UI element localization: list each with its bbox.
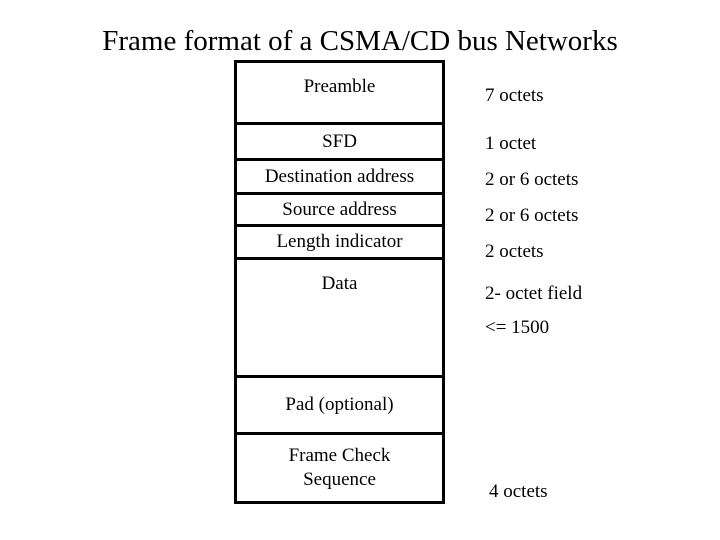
size-note-sfd: 1 octet [485, 133, 537, 154]
frame-field-preamble: Preamble [237, 63, 442, 125]
frame-field-source-address: Source address [237, 195, 442, 227]
frame-field-label-frame-check-sequence: Frame Check Sequence [288, 445, 391, 490]
size-note-source-address: 2 or 6 octets [485, 205, 579, 226]
frame-field-destination-address: Destination address [237, 161, 442, 195]
frame-field-label-preamble: Preamble [303, 76, 376, 97]
frame-field-label-destination-address: Destination address [264, 165, 415, 187]
page-title: Frame format of a CSMA/CD bus Networks [102, 25, 618, 57]
size-note-frame-check-sequence: 4 octets [489, 481, 548, 502]
frame-field-label-length-indicator: Length indicator [276, 231, 403, 252]
size-note-length-indicator: 2 octets [485, 241, 544, 262]
size-note-data-max-length: <= 1500 [485, 317, 550, 338]
frame-field-frame-check-sequence: Frame Check Sequence [237, 435, 442, 501]
frame-field-data: Data [237, 260, 442, 378]
size-note-preamble: 7 octets [485, 85, 544, 106]
frame-field-pad: Pad (optional) [237, 378, 442, 435]
size-note-data-octet-field: 2- octet field [485, 283, 583, 304]
frame-format-diagram: Preamble SFD Destination address Source … [234, 60, 445, 504]
frame-field-length-indicator: Length indicator [237, 227, 442, 260]
frame-field-label-source-address: Source address [282, 198, 397, 220]
frame-field-sfd: SFD [237, 125, 442, 161]
frame-field-label-sfd: SFD [322, 130, 357, 152]
frame-field-label-pad: Pad (optional) [285, 394, 394, 415]
size-note-destination-address: 2 or 6 octets [485, 169, 579, 190]
frame-field-label-data: Data [321, 273, 358, 294]
